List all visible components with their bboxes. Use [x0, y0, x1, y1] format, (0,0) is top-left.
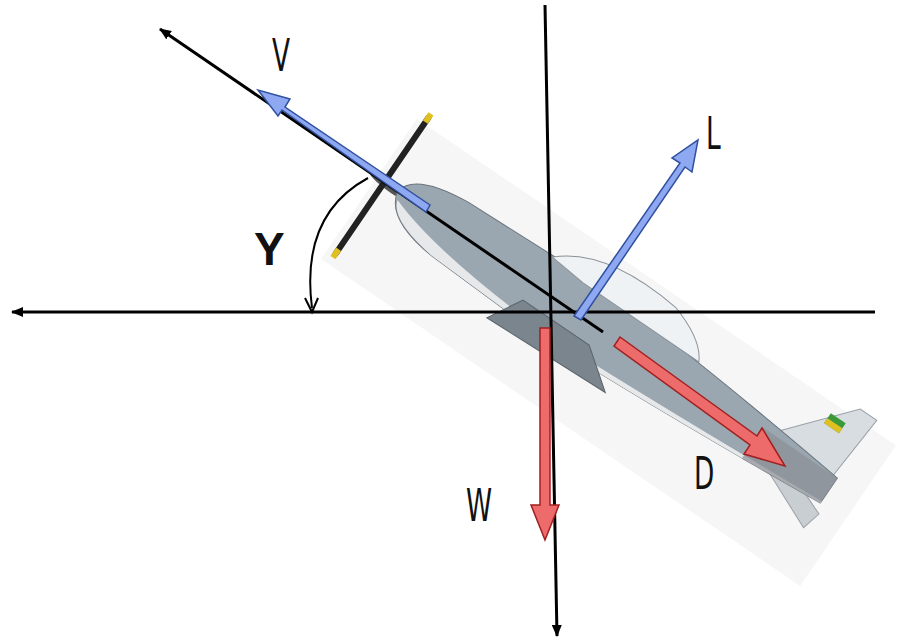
force-label: V [272, 34, 290, 78]
force-label: D [694, 452, 714, 496]
force-label: W [466, 484, 492, 528]
force-label: L [706, 112, 721, 156]
angle-label: Y [254, 226, 285, 272]
airplane-illustration [314, 104, 897, 586]
